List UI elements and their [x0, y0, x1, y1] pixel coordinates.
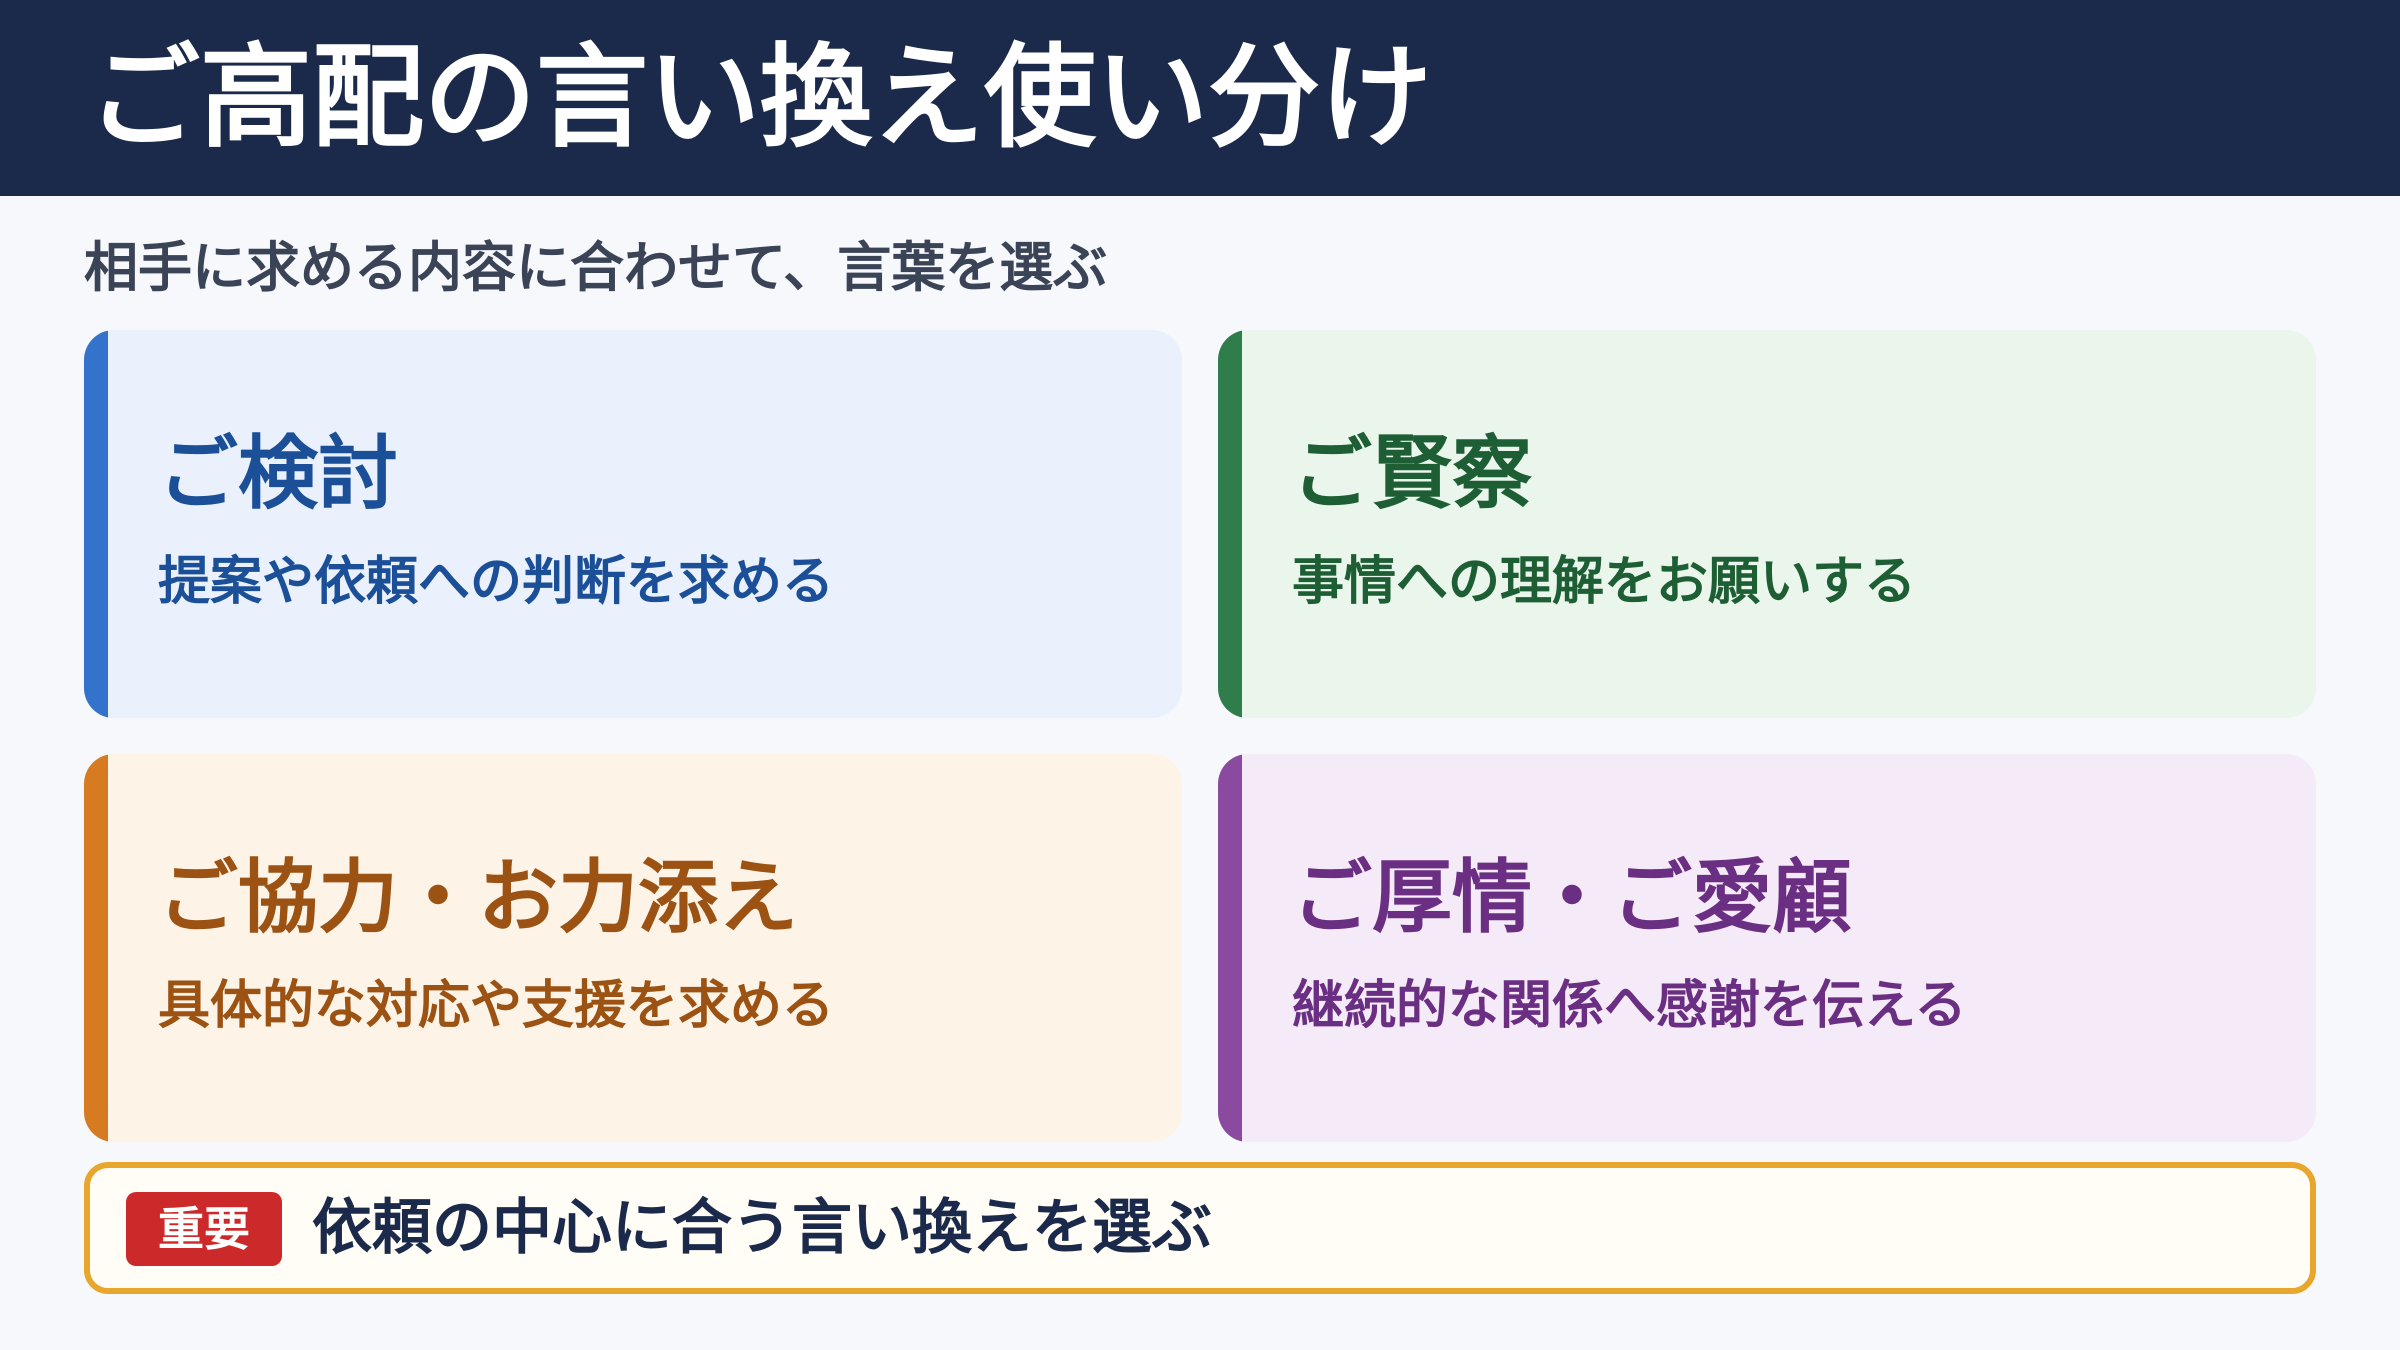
card-accent-bar	[1218, 754, 1242, 1142]
card-kentou: ご検討 提案や依頼への判断を求める	[84, 330, 1182, 718]
card-accent-bar	[84, 330, 108, 718]
card-title: ご賢察	[1292, 427, 1532, 520]
title-bar: ご高配の言い換え使い分け	[0, 0, 2400, 196]
important-badge: 重要	[126, 1192, 282, 1266]
card-kyouryoku: ご協力・お力添え 具体的な対応や支援を求める	[84, 754, 1182, 1142]
card-koujou: ご厚情・ご愛顧 継続的な関係へ感謝を伝える	[1218, 754, 2316, 1142]
card-accent-bar	[1218, 330, 1242, 718]
page-title: ご高配の言い換え使い分け	[88, 33, 1432, 163]
important-callout: 重要 依頼の中心に合う言い換えを選ぶ	[84, 1162, 2316, 1294]
card-description: 事情への理解をお願いする	[1292, 552, 1917, 612]
card-title: ご検討	[158, 427, 398, 520]
card-kensatsu: ご賢察 事情への理解をお願いする	[1218, 330, 2316, 718]
card-accent-bar	[84, 754, 108, 1142]
callout-text: 依頼の中心に合う言い換えを選ぶ	[312, 1193, 1212, 1263]
card-description: 提案や依頼への判断を求める	[158, 552, 835, 612]
card-description: 具体的な対応や支援を求める	[158, 976, 835, 1036]
card-description: 継続的な関係へ感謝を伝える	[1292, 976, 1967, 1036]
card-title: ご協力・お力添え	[158, 851, 798, 944]
card-title: ご厚情・ご愛顧	[1292, 851, 1852, 944]
page-subtitle: 相手に求める内容に合わせて、言葉を選ぶ	[84, 236, 1108, 299]
